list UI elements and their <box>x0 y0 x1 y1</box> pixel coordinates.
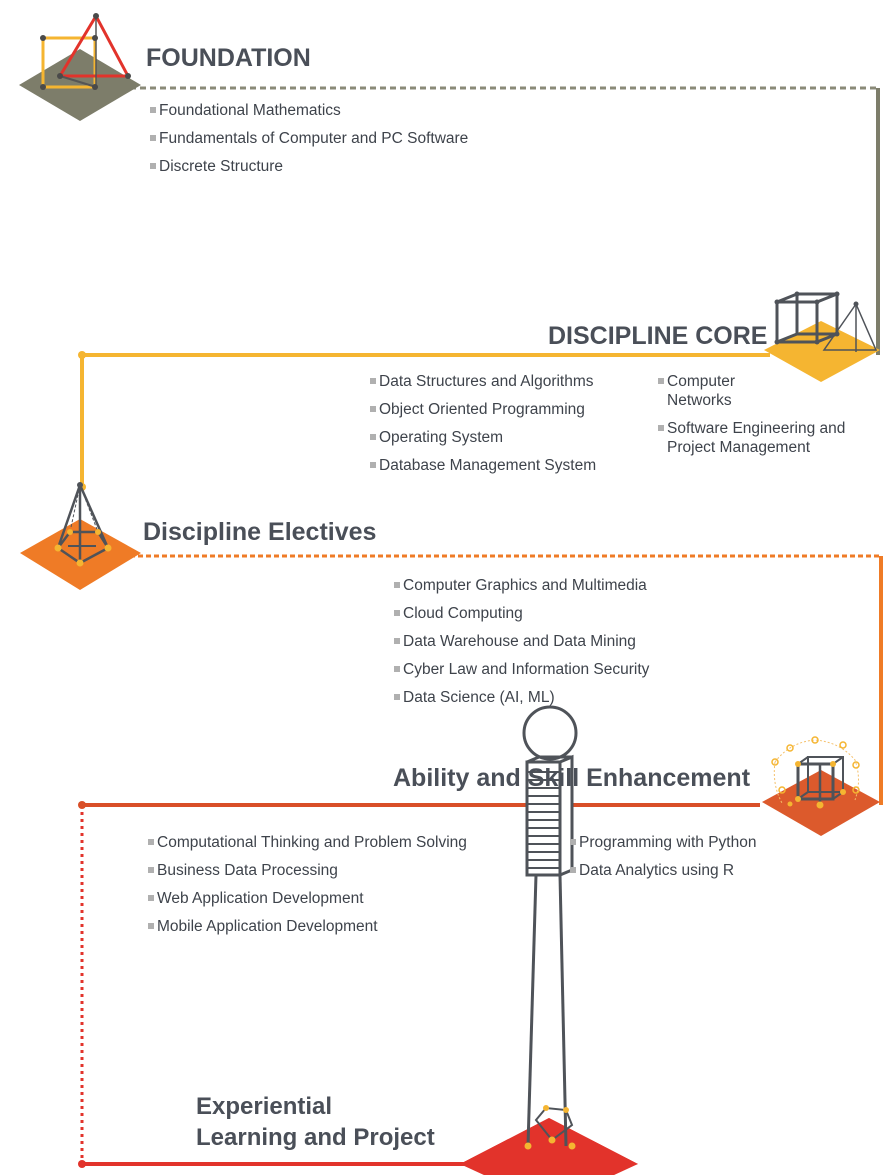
bullet-icon <box>370 434 376 440</box>
list-item: Data Warehouse and Data Mining <box>394 632 649 651</box>
stage-title-foundation: FOUNDATION <box>146 44 311 72</box>
connector-skills <box>78 801 760 1164</box>
foundation-course-list: Foundational Mathematics Fundamentals of… <box>150 101 468 185</box>
triangle-square-icon <box>19 12 141 121</box>
bullet-icon <box>394 610 400 616</box>
list-item: Cloud Computing <box>394 604 649 623</box>
stage-title-discipline-electives: Discipline Electives <box>143 518 377 546</box>
list-item: Operating System <box>370 428 596 447</box>
list-item: Database Management System <box>370 456 596 475</box>
list-item: Foundational Mathematics <box>150 101 468 120</box>
bullet-icon <box>148 839 154 845</box>
connector-core <box>78 351 770 491</box>
list-item: Mobile Application Development <box>148 917 467 936</box>
bullet-icon <box>658 425 664 431</box>
bullet-icon <box>148 867 154 873</box>
bullet-icon <box>394 582 400 588</box>
core-course-list: Data Structures and Algorithms Object Or… <box>370 372 596 484</box>
list-item: Fundamentals of Computer and PC Software <box>150 129 468 148</box>
bullet-icon <box>370 378 376 384</box>
bullet-icon <box>148 895 154 901</box>
bullet-icon <box>570 839 576 845</box>
bullet-icon <box>150 135 156 141</box>
list-item: Discrete Structure <box>150 157 468 176</box>
list-item: Software Engineering and Project Managem… <box>658 419 845 457</box>
skills-course-list: Computational Thinking and Problem Solvi… <box>148 833 467 945</box>
core-course-list-2: Computer Networks Software Engineering a… <box>658 372 845 466</box>
bullet-icon <box>150 107 156 113</box>
network-cube-icon <box>762 736 880 836</box>
connector-project <box>78 1160 508 1168</box>
list-item: Data Analytics using R <box>570 861 756 880</box>
pyramid-icon <box>20 482 141 590</box>
cube-icon <box>764 291 880 382</box>
bullet-icon <box>570 867 576 873</box>
list-item: Business Data Processing <box>148 861 467 880</box>
stage-title-experiential-learning-project: Experiential Learning and Project <box>196 1093 435 1151</box>
skills-course-list-2: Programming with Python Data Analytics u… <box>570 833 756 889</box>
list-item: Cyber Law and Information Security <box>394 660 649 679</box>
list-item: Computational Thinking and Problem Solvi… <box>148 833 467 852</box>
list-item: Web Application Development <box>148 889 467 908</box>
connector-foundation <box>130 86 880 355</box>
list-item: Programming with Python <box>570 833 756 852</box>
bullet-icon <box>148 923 154 929</box>
bullet-icon <box>370 406 376 412</box>
connector-electives <box>130 554 883 805</box>
bullet-icon <box>394 638 400 644</box>
list-item: Computer Networks <box>658 372 845 410</box>
bullet-icon <box>394 694 400 700</box>
list-item: Data Structures and Algorithms <box>370 372 596 391</box>
list-item: Computer Graphics and Multimedia <box>394 576 649 595</box>
bullet-icon <box>370 462 376 468</box>
bullet-icon <box>658 378 664 384</box>
stage-title-ability-skill-enhancement: Ability and Skill Enhancement <box>393 764 751 792</box>
person-figure-icon <box>460 705 638 1175</box>
list-item: Object Oriented Programming <box>370 400 596 419</box>
bullet-icon <box>394 666 400 672</box>
stage-title-discipline-core: DISCIPLINE CORE <box>548 322 768 350</box>
electives-course-list: Computer Graphics and Multimedia Cloud C… <box>394 576 649 716</box>
list-item: Data Science (AI, ML) <box>394 688 649 707</box>
bullet-icon <box>150 163 156 169</box>
